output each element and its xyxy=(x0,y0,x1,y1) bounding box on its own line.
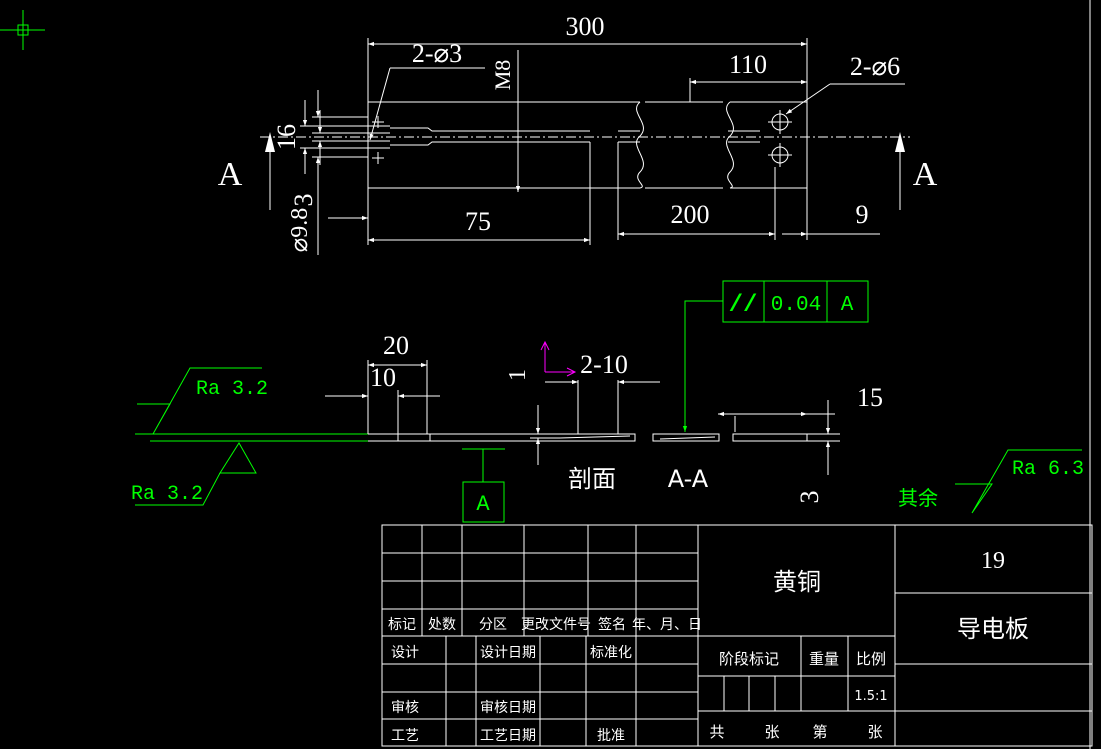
drawing-number: 19 xyxy=(981,548,1005,574)
dim-15: 15 xyxy=(857,383,883,412)
dim-16: 16 xyxy=(272,124,301,150)
label-process: 工艺 xyxy=(391,728,419,744)
crosshair-cursor-icon[interactable] xyxy=(0,10,45,50)
parallelism-icon: // xyxy=(729,292,758,319)
ucs-axis-icon xyxy=(540,340,577,377)
material: 黄铜 xyxy=(773,568,821,596)
ra-rest-label: 其余 xyxy=(898,486,938,510)
label-scale: 比例 xyxy=(856,650,886,668)
section-mark-left: A xyxy=(218,156,243,193)
dim-20: 20 xyxy=(383,331,409,360)
rev-header-mark: 标记 xyxy=(388,617,416,633)
dim-2x3: 2-⌀3 xyxy=(412,39,462,68)
dim-75: 75 xyxy=(465,207,491,236)
label-standardize: 标准化 xyxy=(590,645,632,661)
label-total: 共 xyxy=(709,723,724,741)
label-weight: 重量 xyxy=(809,650,839,668)
label-design-date: 设计日期 xyxy=(480,645,536,661)
rev-header-docno: 更改文件号 xyxy=(521,617,591,633)
label-stage-mark: 阶段标记 xyxy=(719,650,779,668)
dim-3-section: 3 xyxy=(795,491,824,504)
label-sheets: 张 xyxy=(764,723,779,741)
ra-rest-text: Ra 6.3 xyxy=(1012,458,1084,481)
label-approve: 批准 xyxy=(597,728,625,744)
datum-feature: A xyxy=(462,448,505,523)
plate-outline xyxy=(367,101,808,189)
scale-value: 1.5:1 xyxy=(854,689,887,704)
ra-bottom-text: Ra 3.2 xyxy=(131,483,203,506)
label-process-date: 工艺日期 xyxy=(480,728,536,744)
ra-top-text: Ra 3.2 xyxy=(196,378,268,401)
datum-label: A xyxy=(476,492,490,517)
roughness-symbol-bottom: Ra 3.2 xyxy=(131,442,257,506)
label-design: 设计 xyxy=(391,645,419,661)
roughness-symbol-top: Ra 3.2 xyxy=(137,367,268,435)
dim-10: 10 xyxy=(370,363,396,392)
section-title-name: A-A xyxy=(668,465,709,493)
roughness-symbol-rest: Ra 6.3 其余 xyxy=(898,449,1084,514)
tolerance-frame: // 0.04 A xyxy=(682,280,869,432)
slot-outline xyxy=(390,127,590,146)
rev-header-date: 年、月、日 xyxy=(632,617,702,633)
label-check-date: 审核日期 xyxy=(480,700,536,716)
rev-header-zone: 分区 xyxy=(479,617,507,633)
dim-3-top: 3 xyxy=(289,194,318,207)
label-check: 审核 xyxy=(391,700,419,716)
dim-300: 300 xyxy=(566,12,605,41)
tolerance-datum: A xyxy=(841,294,854,317)
dim-d98: ⌀9.8 xyxy=(287,208,313,252)
top-view: 300 110 2-⌀6 2-⌀3 M8 16 3 ⌀9.8 xyxy=(218,12,938,255)
section-title-prefix: 剖面 xyxy=(568,465,616,493)
break-line-left xyxy=(636,101,644,189)
break-line-right xyxy=(726,101,734,189)
section-view: 20 10 2-10 1 15 3 剖面 xyxy=(131,280,1084,523)
dim-1: 1 xyxy=(505,369,531,381)
section-mark-right: A xyxy=(913,156,938,193)
tolerance-value: 0.04 xyxy=(771,294,821,317)
dim-M8: M8 xyxy=(490,60,515,91)
dim-2x10: 2-10 xyxy=(580,350,628,379)
dim-2x6: 2-⌀6 xyxy=(850,52,900,81)
part-name: 导电板 xyxy=(957,615,1029,643)
rev-header-count: 处数 xyxy=(428,617,456,633)
rev-header-sign: 签名 xyxy=(598,616,626,633)
dim-110: 110 xyxy=(729,50,767,79)
label-sheet-no: 第 xyxy=(812,723,827,741)
dim-200: 200 xyxy=(671,200,710,229)
dim-9: 9 xyxy=(856,200,869,229)
break-gap xyxy=(640,100,730,190)
label-sheets-2: 张 xyxy=(867,723,882,741)
title-block: 标记 处数 分区 更改文件号 签名 年、月、日 设计 设计日期 标准化 审核 审… xyxy=(381,524,1093,747)
